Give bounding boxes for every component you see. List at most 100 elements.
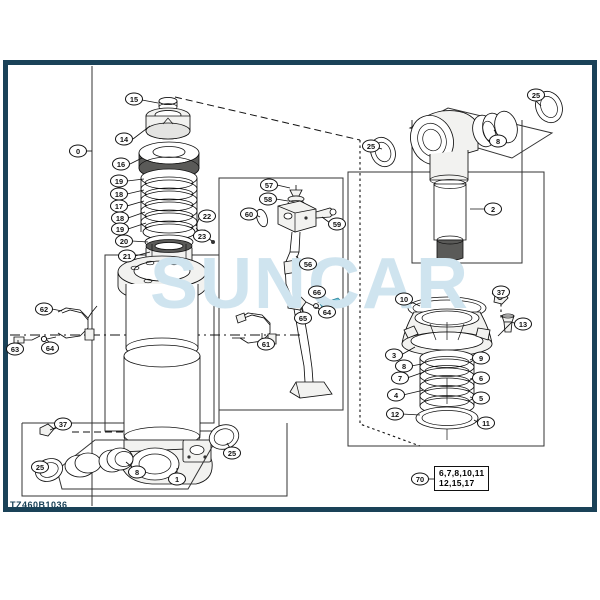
callout-22[interactable]: 22 [198, 209, 216, 223]
box-part2 [411, 120, 523, 264]
callout-37[interactable]: 37 [492, 285, 510, 299]
callout-bubble [299, 257, 317, 271]
callout-label: 25 [36, 463, 44, 472]
callout-2[interactable]: 2 [484, 202, 502, 216]
callout-label: 3 [392, 351, 396, 360]
assembly-lower-mount [34, 423, 240, 490]
callout-60[interactable]: 60 [240, 207, 258, 221]
box-lower-left-a [22, 300, 215, 424]
callout-bubble [54, 417, 72, 431]
callout-58[interactable]: 58 [259, 192, 277, 206]
callout-bubble [223, 446, 241, 460]
callout-bubble [198, 209, 216, 223]
callout-label: 21 [123, 252, 131, 261]
callout-bubble [514, 317, 532, 331]
callout-25[interactable]: 25 [527, 88, 545, 102]
callout-56[interactable]: 56 [299, 257, 317, 271]
callout-7[interactable]: 7 [391, 371, 409, 385]
callout-21[interactable]: 21 [118, 249, 136, 263]
callout-bubble [391, 371, 409, 385]
callout-bubble [362, 139, 380, 153]
callout-label: 19 [115, 177, 123, 186]
callout-14[interactable]: 14 [115, 132, 133, 146]
callout-label: 25 [367, 142, 375, 151]
callout-63[interactable]: 63 [6, 342, 24, 356]
callout-label: 59 [333, 220, 341, 229]
callout-19[interactable]: 19 [110, 174, 128, 188]
callout-label: 7 [398, 374, 402, 383]
callout-8[interactable]: 8 [128, 465, 146, 479]
callout-bubble [115, 234, 133, 248]
callout-37[interactable]: 37 [54, 417, 72, 431]
callout-label: 13 [519, 320, 527, 329]
callout-20[interactable]: 20 [115, 234, 133, 248]
callout-64[interactable]: 64 [41, 341, 59, 355]
callout-label: 20 [120, 237, 128, 246]
callout-bubble [112, 157, 130, 171]
assembly-left-hose [13, 305, 98, 344]
callout-8[interactable]: 8 [489, 134, 507, 148]
part-number-label: TZ460B1036 [10, 500, 68, 510]
callout-bubble [118, 249, 136, 263]
callout-label: 61 [262, 340, 270, 349]
callout-25[interactable]: 25 [223, 446, 241, 460]
callout-bubble [125, 92, 143, 106]
callout-8[interactable]: 8 [395, 359, 413, 373]
legend-line-1: 6,7,8,10,11 [439, 468, 485, 478]
callout-label: 65 [299, 314, 307, 323]
callout-11[interactable]: 11 [477, 416, 495, 430]
callout-59[interactable]: 59 [328, 217, 346, 231]
callout-10[interactable]: 10 [395, 292, 413, 306]
callout-label: 8 [402, 362, 406, 371]
callout-bubble [318, 305, 336, 319]
callout-17[interactable]: 17 [110, 199, 128, 213]
callout-25[interactable]: 25 [31, 460, 49, 474]
callout-19[interactable]: 19 [111, 222, 129, 236]
assembly-elbow-swivel [370, 90, 563, 261]
callout-label: 10 [400, 295, 408, 304]
callout-bubble [6, 342, 24, 356]
callout-65[interactable]: 65 [294, 311, 312, 325]
callout-13[interactable]: 13 [514, 317, 532, 331]
callout-bubble [395, 292, 413, 306]
callout-label: 25 [228, 449, 236, 458]
callout-61[interactable]: 61 [257, 337, 275, 351]
callout-70[interactable]: 70 [411, 472, 429, 486]
callout-62[interactable]: 62 [35, 302, 53, 316]
callout-bubble [257, 337, 275, 351]
box-lower-left-b [21, 423, 288, 497]
callout-bubble [411, 472, 429, 486]
callout-label: 18 [116, 214, 124, 223]
callout-label: 19 [116, 225, 124, 234]
callout-25[interactable]: 25 [362, 139, 380, 153]
callout-5[interactable]: 5 [472, 391, 490, 405]
callout-bubble [259, 192, 277, 206]
callout-16[interactable]: 16 [112, 157, 130, 171]
callout-1[interactable]: 1 [168, 472, 186, 486]
callout-label: 62 [40, 305, 48, 314]
callout-label: 0 [76, 147, 80, 156]
callout-label: 11 [482, 419, 490, 428]
callout-64[interactable]: 64 [318, 305, 336, 319]
callout-18[interactable]: 18 [110, 187, 128, 201]
callout-bubble [35, 302, 53, 316]
callout-0[interactable]: 0 [69, 144, 87, 158]
callout-12[interactable]: 12 [386, 407, 404, 421]
callout-bubble [240, 207, 258, 221]
callout-15[interactable]: 15 [125, 92, 143, 106]
callout-label: 58 [264, 195, 272, 204]
callout-66[interactable]: 66 [308, 285, 326, 299]
callout-3[interactable]: 3 [385, 348, 403, 362]
callout-57[interactable]: 57 [260, 178, 278, 192]
callout-18[interactable]: 18 [111, 211, 129, 225]
callout-label: 16 [117, 160, 125, 169]
callout-bubble [193, 229, 211, 243]
callout-6[interactable]: 6 [472, 371, 490, 385]
callout-4[interactable]: 4 [387, 388, 405, 402]
callout-label: 25 [532, 91, 540, 100]
callout-bubble [472, 371, 490, 385]
callout-9[interactable]: 9 [472, 351, 490, 365]
callout-23[interactable]: 23 [193, 229, 211, 243]
callout-bubble [387, 388, 405, 402]
